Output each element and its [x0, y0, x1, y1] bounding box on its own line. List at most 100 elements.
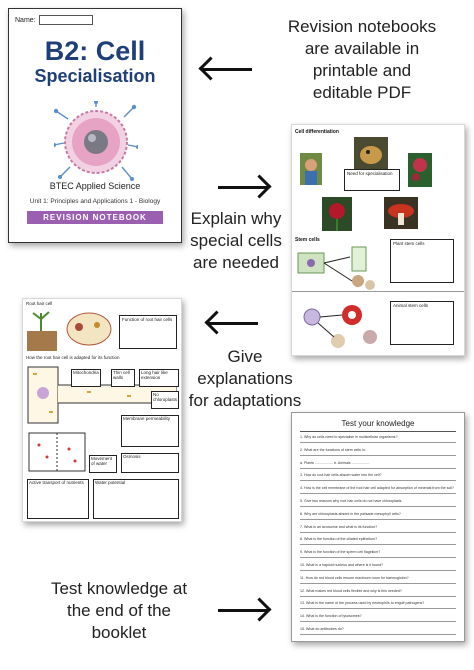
box-label: Function of root hair cells [122, 317, 173, 322]
arrow-right-icon [218, 609, 268, 612]
child-photo [300, 153, 322, 185]
quiz-question: 9. What is the function of the sperm cel… [300, 550, 381, 555]
plant-photo [408, 153, 432, 187]
box-label: No chloroplasts [153, 392, 178, 402]
root-hair-heading: Root hair cell [26, 301, 53, 306]
plant-stem-cells-box: Plant stem cells [390, 239, 454, 283]
unit-name: Unit 1: Principles and Applications 1 - … [29, 198, 161, 205]
answer-line [300, 582, 456, 584]
animal-stem-cells-box: Animal stem cells [390, 301, 454, 345]
caption-explain: Explain why special cells are needed [180, 208, 292, 274]
thin-walls-box: Thin cell walls [111, 369, 135, 387]
caption-line: Give [227, 347, 263, 366]
quiz-question: 1. Why do cells need to specialise in mu… [300, 435, 398, 439]
quiz-question: 10. What is a haploid nucleus and where … [300, 563, 384, 567]
answer-line [300, 518, 456, 520]
answer-line [300, 595, 456, 597]
caption-line: editable PDF [312, 83, 412, 102]
box-label: Active transport of nutrients [29, 480, 84, 485]
course-name: BTEC Applied Science [49, 181, 141, 191]
water-potential-box: Water potential [93, 479, 179, 519]
box-label: Need for specialisation [347, 171, 393, 176]
answer-line [300, 454, 456, 456]
quiz-question: 6. Why are chloroplasts absent in the pa… [300, 511, 401, 516]
quiz-question: 8. What is the function of the ciliated … [300, 537, 378, 542]
egg-cell-illustration [54, 101, 138, 181]
flower-photo [322, 197, 352, 231]
caption-line: for adaptations [188, 391, 302, 410]
quiz-question: 2. What are the functions of stem cells … [300, 447, 366, 452]
caption-line: special cells [190, 231, 282, 250]
answer-line [300, 557, 456, 559]
quiz-question: 5. Give two reasons why root hair cells … [300, 499, 403, 503]
box-label: Animal stem cells [393, 303, 429, 308]
adaptation-subheading: How the root hair cell is adapted for it… [26, 355, 120, 360]
name-label: Name: [15, 16, 36, 24]
name-field: Name: [15, 15, 93, 25]
box-label: Long hair like extension [141, 370, 168, 380]
arrow-left-icon [208, 322, 258, 325]
caption-line: booklet [91, 623, 147, 642]
revision-notebook-banner: REVISION NOTEBOOK [27, 211, 163, 224]
answer-line [300, 506, 456, 507]
membrane-box: Membrane permeability [121, 415, 179, 447]
long-hair-box: Long hair like extension [139, 369, 179, 387]
caption-line: Test knowledge at [50, 579, 188, 598]
caption-line: the end of the [67, 601, 171, 620]
box-label: Mitochondria [73, 370, 99, 375]
quiz-question: 14. What is the function of lysosomes? [300, 614, 362, 619]
active-transport-box: Active transport of nutrients [27, 479, 89, 519]
caption-line: Explain why [190, 209, 282, 228]
quiz-question: 7. What is an acrosome and what is its f… [300, 524, 378, 529]
quiz-question: 11. How do red blood cells ensure maximu… [300, 575, 409, 580]
quiz-question: 13. What is the name of the process used… [300, 601, 425, 606]
name-input-box [38, 15, 93, 25]
caption-line: are needed [192, 253, 280, 272]
osmosis-box: Osmosis [121, 453, 179, 473]
caption-revision: Revision notebooks are available in prin… [262, 16, 462, 104]
cover-title: B2: Cell [44, 36, 146, 66]
differentiation-heading: Cell differentiation [295, 129, 339, 135]
answer-line [300, 493, 456, 495]
stem-cells-heading: Stem cells [295, 237, 320, 243]
root-hair-illustration [27, 311, 112, 351]
answer-line [300, 480, 456, 482]
quiz-question: 12. What makes red blood cells flexible … [300, 588, 402, 593]
box-label: Osmosis [123, 454, 141, 459]
caption-give: Give explanations for adaptations [182, 346, 308, 412]
answer-line [300, 570, 456, 571]
answer-line [300, 467, 456, 469]
need-for-specialisation-box: Need for specialisation [344, 169, 400, 191]
caption-line: are available in [304, 39, 420, 58]
mushroom-photo [384, 197, 418, 229]
box-label: Movement of water [91, 456, 113, 466]
quiz-question: 4. How is the cell membrane of the root … [300, 486, 455, 491]
function-box: Function of root hair cells [119, 315, 177, 349]
stem-cell-diagram [297, 246, 375, 290]
box-label: Thin cell walls [113, 370, 130, 380]
no-chloroplasts-box: No chloroplasts [151, 391, 179, 409]
movement-box: Movement of water [89, 455, 117, 473]
box-label: Membrane permeability [123, 416, 171, 421]
divider [292, 291, 464, 292]
caption-line: printable and [312, 61, 412, 80]
answer-line [300, 531, 456, 533]
osmosis-diagram [28, 432, 86, 472]
caption-line: explanations [197, 369, 293, 388]
quiz-question: 3. How do root hair cells absorb water i… [300, 473, 382, 478]
differentiation-page: Cell differentiation Need for specialisa… [291, 124, 465, 356]
answer-line [300, 621, 456, 623]
answer-line [300, 544, 456, 546]
quiz-title: Test your knowledge [341, 419, 415, 428]
box-label: Plant stem cells [393, 241, 425, 246]
quiz-question: 15. What do antibodies do? [300, 627, 344, 631]
adaptation-page: Root hair cell Function of root hair cel… [22, 298, 182, 522]
caption-line: Revision notebooks [287, 17, 437, 36]
animal-photo [354, 137, 388, 169]
box-label: Water potential [95, 480, 126, 485]
divider [300, 431, 456, 432]
arrow-right-icon [218, 186, 268, 189]
answer-line [300, 442, 456, 443]
quiz-question: a. Plants .................. b. Animals … [300, 460, 370, 465]
mitochondria-box: Mitochondria [71, 369, 101, 387]
